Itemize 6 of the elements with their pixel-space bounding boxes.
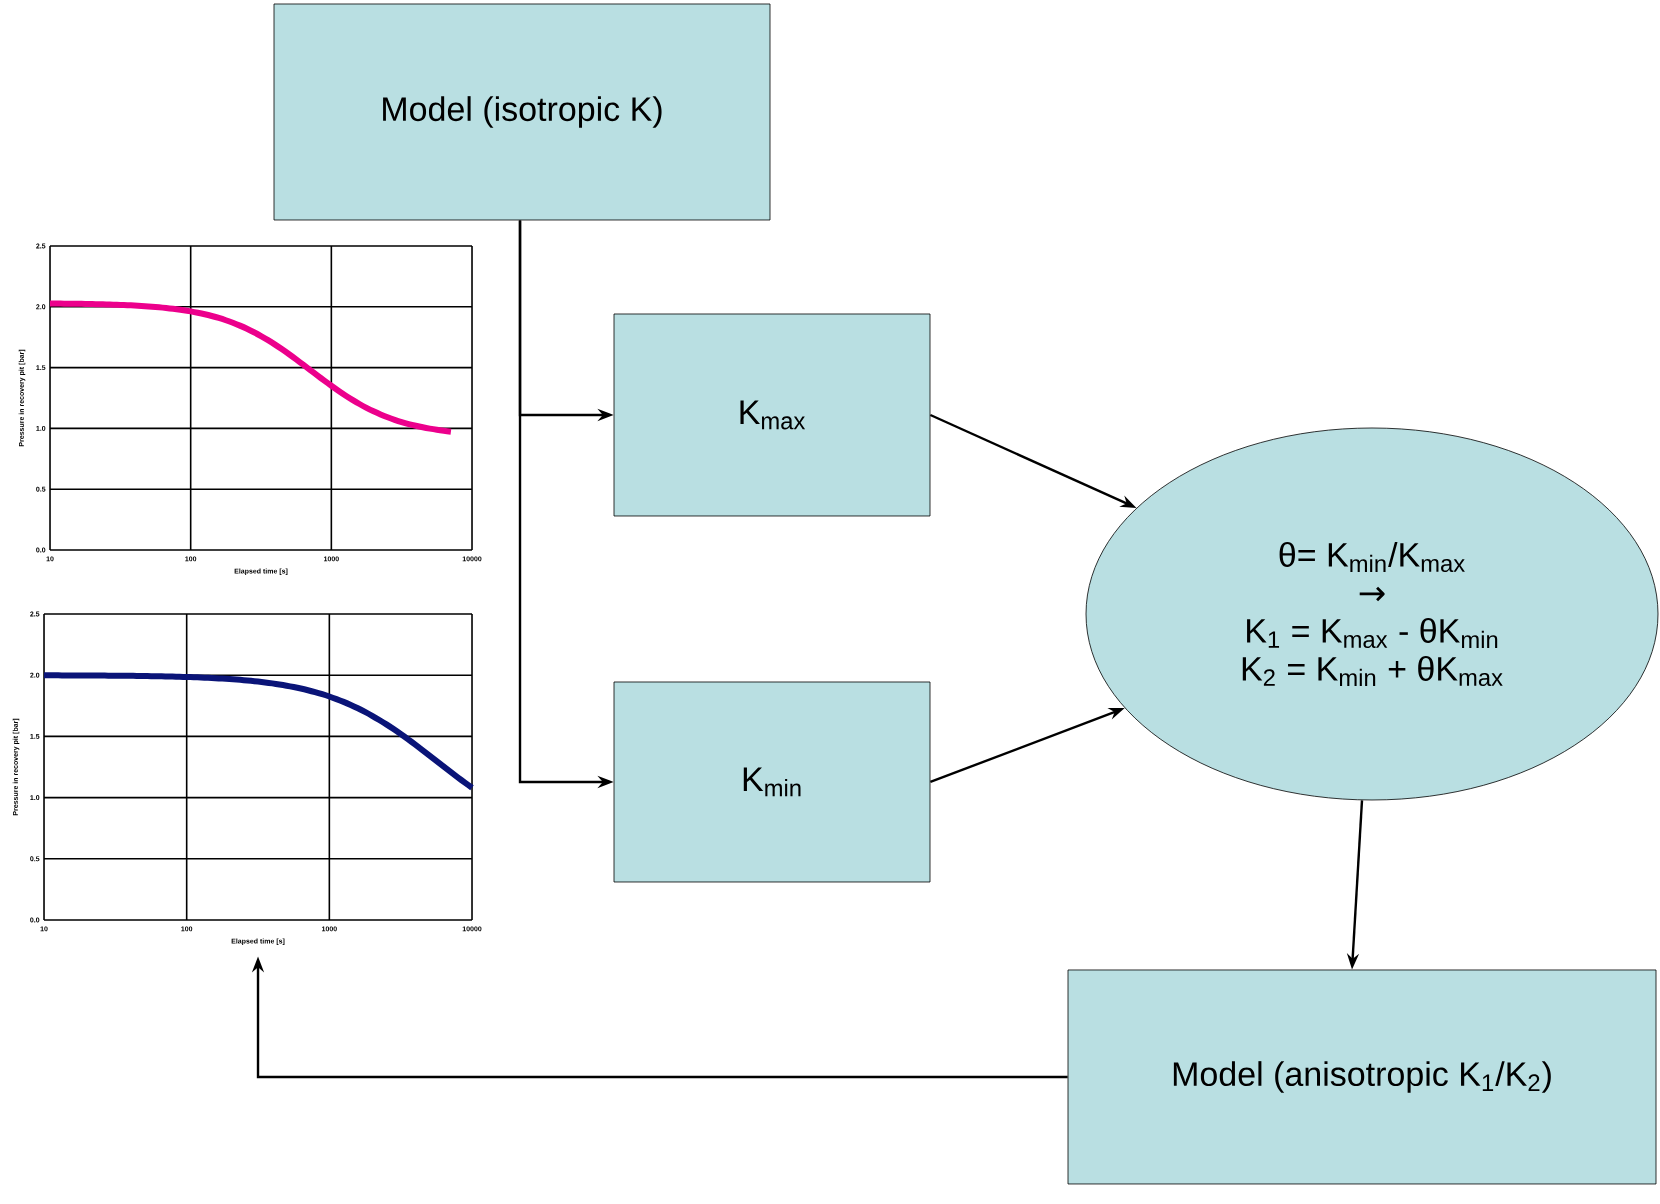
line-chart-drawing [43,613,474,921]
process-box: K$_{min}$ [613,681,931,883]
process-box: Model (isotropic K) [273,3,771,221]
line-chart-drawing [49,245,473,551]
process-box: Model (anisotropic K$_{1}$/K$_{2}$) [1067,969,1657,1185]
process-box: K$_{max}$ [613,313,931,517]
